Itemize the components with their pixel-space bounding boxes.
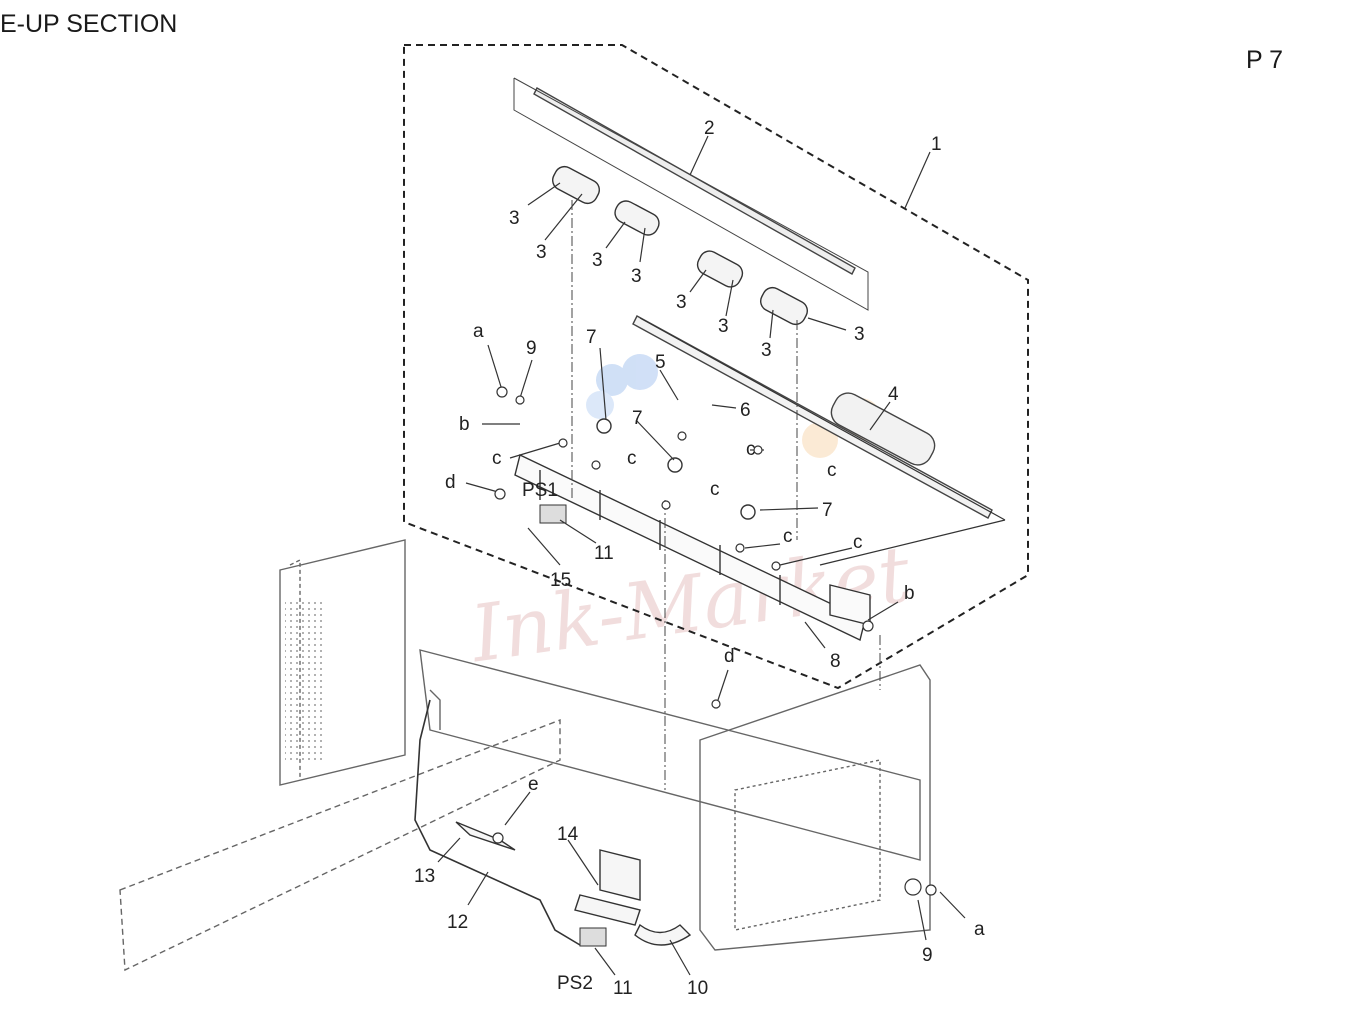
sensor-ps2: [579, 927, 607, 947]
callout-1: 1: [931, 134, 942, 155]
callout-3: 3: [536, 242, 547, 263]
alignment-lines: [571, 200, 881, 790]
label-ps2: PS2: [557, 973, 593, 994]
label-c: c: [827, 460, 837, 481]
callout-7: 7: [822, 500, 833, 521]
callout-9: 9: [922, 945, 933, 966]
assembly-boundary: [403, 44, 1029, 690]
callout-14: 14: [557, 824, 579, 845]
cable-12: [414, 699, 581, 946]
callout-3: 3: [592, 250, 603, 271]
label-c: c: [710, 479, 720, 500]
fasteners: [492, 386, 937, 896]
callout-9: 9: [526, 338, 537, 359]
callout-13: 13: [414, 866, 435, 887]
callout-15: 15: [550, 570, 571, 591]
callout-4: 4: [888, 384, 899, 405]
callout-3: 3: [854, 324, 865, 345]
label-e: e: [528, 774, 539, 795]
leader-lines: [437, 135, 1006, 976]
label-b: b: [904, 583, 915, 604]
label-a: a: [974, 919, 985, 940]
label-b: b: [459, 414, 470, 435]
callout-3: 3: [631, 266, 642, 287]
springs-7: [596, 418, 756, 520]
label-c: c: [783, 526, 793, 547]
callout-12: 12: [447, 912, 468, 933]
label-c: c: [492, 448, 502, 469]
paper-guide-8: [514, 453, 871, 642]
label-c: c: [627, 448, 637, 469]
bracket-13: [455, 821, 516, 851]
label-c: c: [746, 439, 756, 460]
machine-frame: [119, 539, 931, 972]
rollers-3: [551, 165, 809, 326]
callout-11: 11: [613, 978, 633, 999]
shaft-2: [513, 77, 869, 311]
callout-labels: 1 2 3 3 3 3 3 3 3 3 4 5 6 7 7 7 8 9 9 10…: [414, 118, 985, 999]
callout-7: 7: [586, 327, 597, 348]
page-number: P 7: [1246, 46, 1284, 74]
callout-3: 3: [676, 292, 687, 313]
callout-11: 11: [594, 543, 614, 564]
callout-10: 10: [687, 978, 708, 999]
page-title: E-UP SECTION: [0, 10, 178, 38]
callout-8: 8: [830, 651, 841, 672]
shaft-4: [632, 315, 993, 519]
label-c: c: [853, 532, 863, 553]
sensor-ps1: [539, 504, 567, 524]
label-d: d: [724, 646, 735, 667]
label-d: d: [445, 472, 456, 493]
label-ps1: PS1: [522, 480, 558, 501]
callout-3: 3: [509, 208, 520, 229]
callout-3: 3: [718, 316, 729, 337]
callout-2: 2: [704, 118, 715, 139]
callout-5: 5: [655, 352, 666, 373]
label-a: a: [473, 321, 484, 342]
callout-3: 3: [761, 340, 772, 361]
callout-6: 6: [740, 400, 751, 421]
bracket-14: [574, 849, 692, 946]
callout-7: 7: [632, 408, 643, 429]
